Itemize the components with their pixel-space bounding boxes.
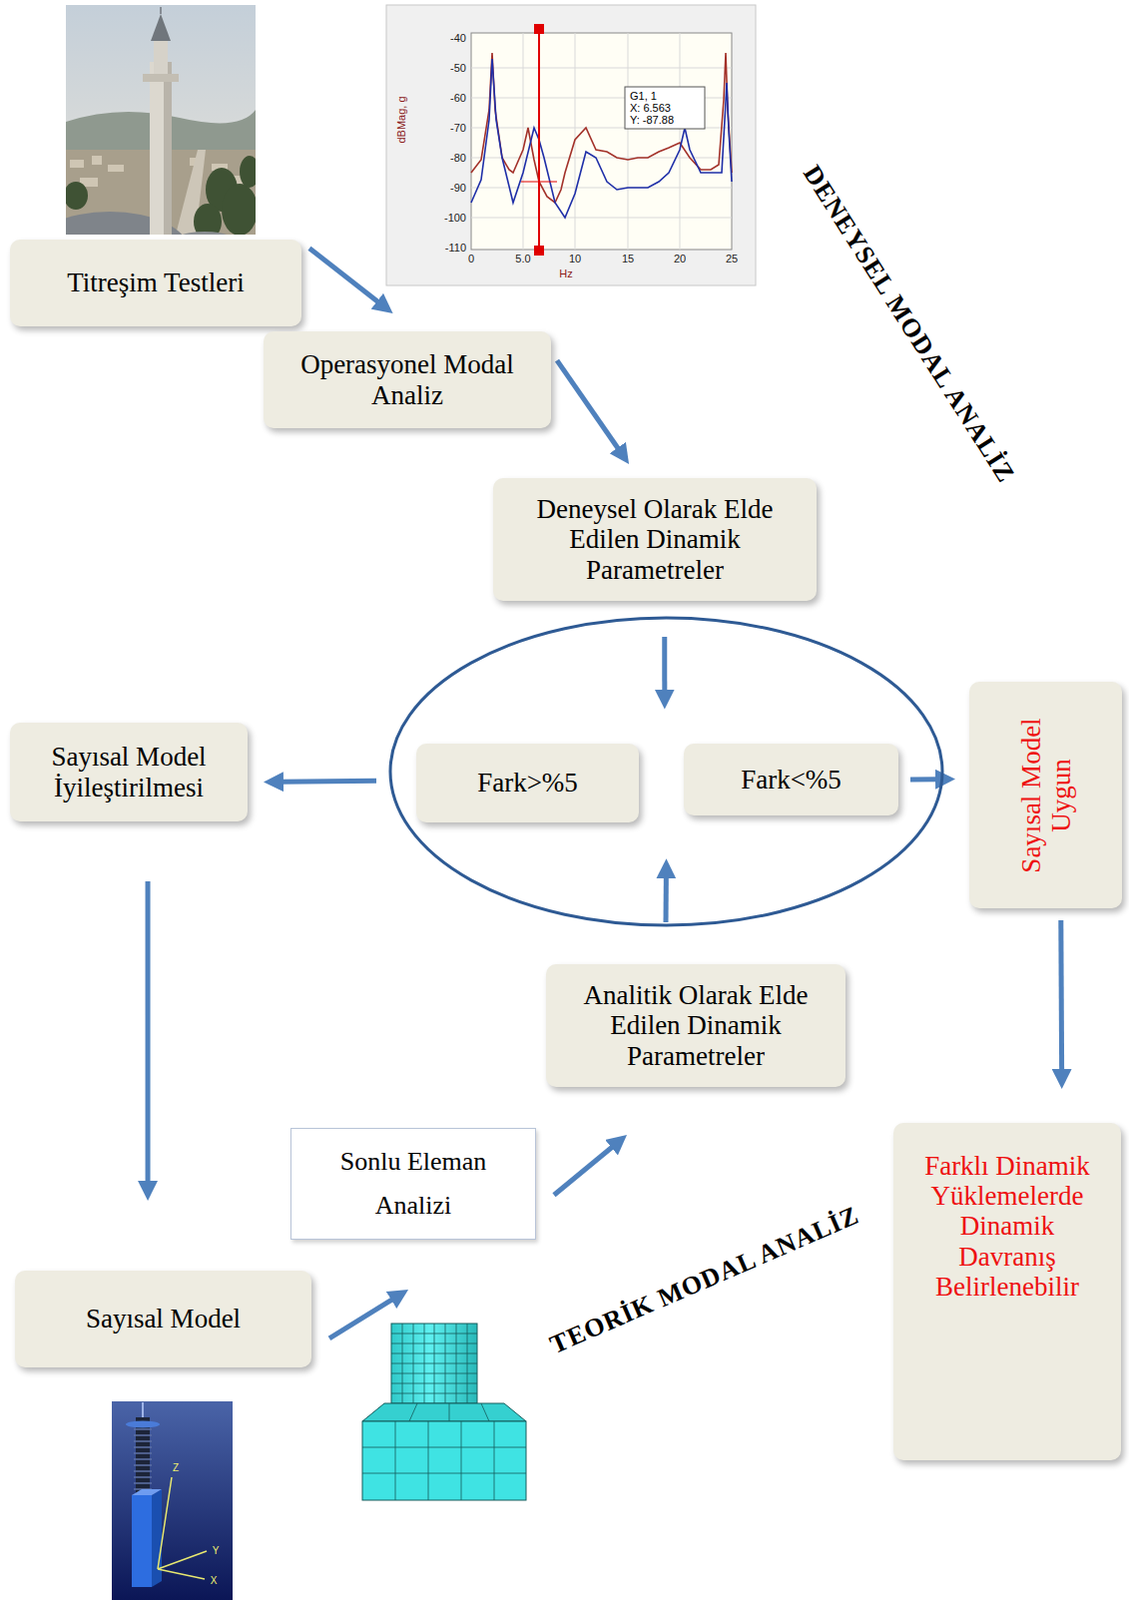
axis-tick: 5.0 (515, 252, 531, 265)
condition-box: Fark<%5 (683, 743, 899, 816)
mesh-cylinder (391, 1323, 478, 1404)
axis-letter: Z (172, 1462, 179, 1474)
node-text: Analitik Olarak Elde Edilen Dinamik Para… (556, 980, 836, 1072)
data-box: Deneysel Olarak Elde Edilen Dinamik Para… (493, 478, 817, 601)
minaret-photo (65, 4, 256, 235)
viewport (111, 1401, 233, 1600)
flow-arrow (1058, 920, 1065, 1072)
axis-triad (157, 1477, 207, 1580)
process-box: Operasyonel Modal Analiz (263, 331, 552, 429)
model-rings (133, 1429, 152, 1490)
axis-tick: -110 (445, 241, 467, 254)
cursor-readout: X: 6.563 (629, 101, 671, 114)
red-curve (471, 52, 732, 203)
axis-title: dBMag, g (395, 95, 408, 143)
mesh-lines (362, 1403, 527, 1501)
plot-area (471, 32, 732, 250)
node-text: Titreşim Testleri (19, 267, 292, 298)
section-label: DENEYSEL MODAL ANALİZ (796, 160, 1020, 489)
cursor-handle (534, 245, 545, 256)
minaret-balcony (142, 73, 179, 82)
minaret-upper (153, 39, 168, 74)
flow-arrow (309, 248, 379, 303)
process-box: Sayısal Model (14, 1270, 312, 1368)
flow-arrow (145, 881, 151, 1183)
cursor-readout: G1, 1 (629, 89, 657, 102)
node-text: Sayısal Model (24, 1303, 302, 1334)
flow-arrow (557, 360, 619, 450)
node-text: Sayısal Model Uygun (1015, 705, 1076, 886)
axis-tick: 25 (725, 252, 738, 265)
axis-tick: -40 (450, 31, 467, 44)
axis-tick: 10 (568, 252, 581, 265)
dome (164, 231, 245, 235)
flow-arrow (281, 780, 377, 782)
ellipse-outline (390, 617, 943, 926)
comparison-ellipse: Fark>%5 Fark<%5 (388, 615, 945, 928)
axis-letter: X (210, 1575, 218, 1587)
section-label: TEORİK MODAL ANALİZ (546, 1201, 864, 1361)
frf-chart (386, 4, 756, 286)
condition-box: Fark>%5 (416, 743, 639, 823)
cursor-handle (534, 23, 545, 34)
minaret-finial (159, 6, 162, 14)
minaret-cone (150, 13, 171, 41)
axis-tick: -90 (450, 181, 467, 194)
model-base (131, 1489, 162, 1496)
solid-model (111, 1401, 233, 1600)
result-box: Sayısal Model Uygun (969, 681, 1123, 909)
cursor-line (538, 29, 541, 250)
process-box: Sayısal Model İyileştirilmesi (9, 722, 248, 822)
flow-arrow (554, 1145, 613, 1195)
node-text: Sayısal Model İyileştirilmesi (18, 741, 239, 802)
node-text: Sonlu Eleman Analizi (318, 1139, 509, 1228)
axis-tick: -60 (450, 91, 467, 104)
readout-box (624, 86, 705, 129)
grid (471, 32, 732, 250)
process-box: Titreşim Testleri (9, 239, 302, 327)
minaret-shade (163, 61, 172, 235)
node-text: Fark>%5 (428, 767, 628, 798)
node-text: Deneysel Olarak Elde Edilen Dinamik Para… (505, 494, 805, 585)
model-spire (141, 1402, 144, 1418)
data-box: Analitik Olarak Elde Edilen Dinamik Para… (546, 964, 846, 1088)
model-base (131, 1495, 152, 1588)
chart-panel (386, 4, 756, 286)
blue-curve (471, 58, 732, 218)
axis-title: Hz (559, 267, 572, 280)
model-base (151, 1489, 162, 1588)
result-box: Farklı Dinamik Yüklemelerde Dinamik Davr… (893, 1123, 1122, 1461)
flow-arrow (329, 1298, 394, 1338)
axis-tick: -50 (450, 61, 467, 74)
cursor-cross (521, 181, 558, 183)
mesh-base-top (362, 1403, 527, 1422)
cursor-readout: Y: -87.88 (629, 113, 674, 126)
flow-arrow (910, 776, 938, 782)
node-text: Farklı Dinamik Yüklemelerde Dinamik Davr… (916, 1150, 1099, 1302)
node-text: Operasyonel Modal Analiz (276, 349, 539, 410)
flow-arrow (661, 636, 667, 692)
model-balcony (125, 1421, 160, 1429)
mesh-base (362, 1421, 527, 1501)
axis-tick: -80 (450, 151, 467, 164)
mesh-lines (391, 1323, 478, 1404)
axis-tick: 0 (468, 252, 475, 265)
axis-letter: Y (212, 1545, 220, 1557)
axis-tick: 15 (621, 252, 634, 265)
axis-tick: 20 (673, 252, 686, 265)
flow-arrow (663, 876, 669, 923)
process-box: Sonlu Eleman Analizi (290, 1128, 537, 1240)
mesh-model (362, 1323, 527, 1501)
node-text: Fark<%5 (693, 764, 889, 795)
axis-tick: -70 (450, 121, 467, 134)
minaret-shaft (149, 61, 172, 235)
axis-tick: -100 (444, 211, 467, 224)
